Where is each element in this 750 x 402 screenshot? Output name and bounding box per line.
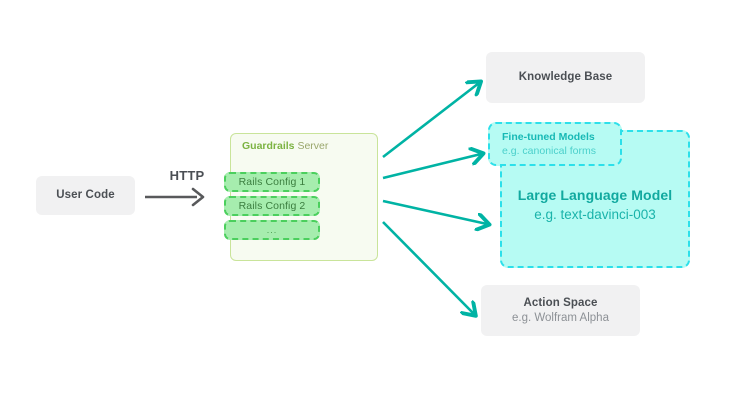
knowledge-base-box: Knowledge Base bbox=[486, 52, 645, 103]
knowledge-base-title: Knowledge Base bbox=[518, 71, 613, 83]
user-code-box: User Code bbox=[36, 176, 135, 215]
rails-config-label: Rails Config 2 bbox=[238, 200, 306, 212]
rails-config-label: ... bbox=[266, 225, 278, 235]
fine-tuned-models-title: Fine-tuned Models bbox=[502, 131, 595, 143]
fine-tuned-models-subtitle: e.g. canonical forms bbox=[502, 145, 596, 157]
guardrails-title-strong: Guardrails bbox=[242, 140, 295, 152]
arrow-to-knowledge-base bbox=[382, 83, 479, 159]
guardrails-title-rest: Server bbox=[294, 140, 329, 152]
rails-config-chip[interactable]: Rails Config 2 bbox=[224, 196, 320, 216]
llm-subtitle: e.g. text-davinci-003 bbox=[534, 207, 656, 222]
http-label: HTTP bbox=[169, 168, 205, 183]
arrow-right-icon bbox=[145, 187, 205, 207]
fine-tuned-models-box: Fine-tuned Models e.g. canonical forms bbox=[488, 122, 622, 166]
user-code-label: User Code bbox=[56, 189, 115, 201]
arrow-to-llm bbox=[382, 199, 487, 224]
rails-config-chip[interactable]: Rails Config 1 bbox=[224, 172, 320, 192]
guardrails-server-title: Guardrails Server bbox=[242, 139, 328, 153]
llm-title: Large Language Model bbox=[517, 187, 673, 203]
rails-config-chip[interactable]: ... bbox=[224, 220, 320, 240]
action-space-box: Action Space e.g. Wolfram Alpha bbox=[481, 285, 640, 336]
action-space-title: Action Space bbox=[523, 296, 598, 309]
arrow-to-fine-tuned-models bbox=[382, 154, 481, 180]
rails-config-label: Rails Config 1 bbox=[238, 176, 306, 188]
large-language-model-text: Large Language Model e.g. text-davinci-0… bbox=[500, 186, 690, 224]
arrow-to-action-space bbox=[382, 221, 474, 314]
action-space-subtitle: e.g. Wolfram Alpha bbox=[512, 311, 609, 324]
